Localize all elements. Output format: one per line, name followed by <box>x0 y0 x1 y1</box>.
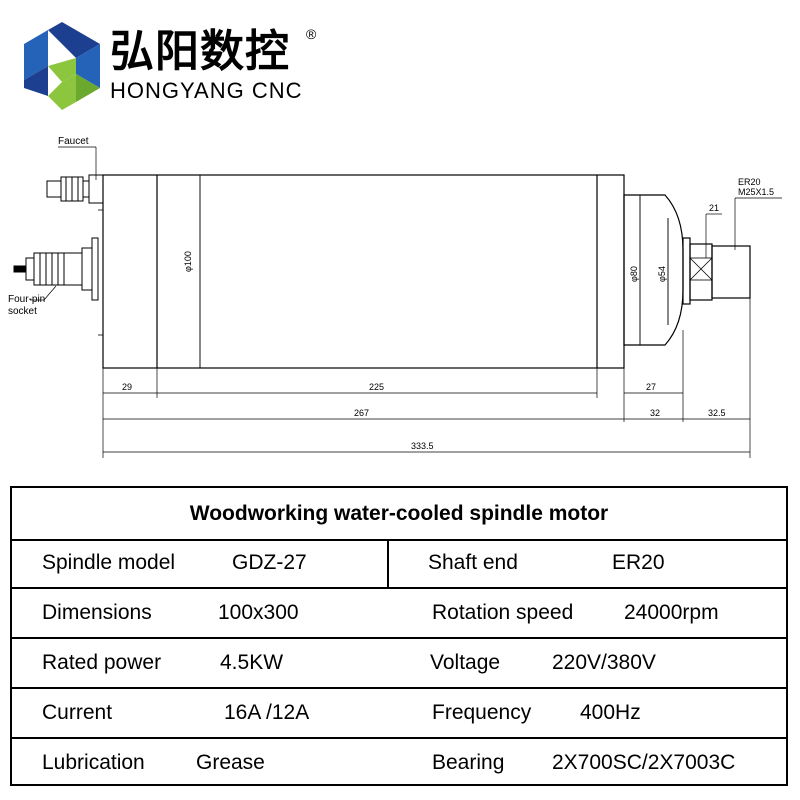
body-length-dimension: 225 <box>369 382 384 392</box>
body-diameter-dimension: φ100 <box>183 251 193 272</box>
spec-value: 24000rpm <box>624 601 719 624</box>
spec-row: Spindle model GDZ-27 Shaft end ER20 <box>12 539 786 589</box>
spec-row: Dimensions 100x300 Rotation speed 24000r… <box>12 589 786 639</box>
brand-name-chinese: 弘阳数控 <box>110 26 290 77</box>
spec-value: 4.5KW <box>220 651 284 674</box>
nose-length-dimension: 32 <box>650 408 660 418</box>
spec-row: Rated power 4.5KW Voltage 220V/380V <box>12 639 786 689</box>
spec-value: 100x300 <box>218 601 299 624</box>
dimension-lines <box>102 298 751 458</box>
flange-diameter-dimension: φ80 <box>629 266 639 282</box>
collet-label-line2: M25X1.5 <box>738 187 774 197</box>
wrench-flat-dimension: 21 <box>709 203 719 213</box>
spec-value: 400Hz <box>580 701 641 724</box>
spec-value: Grease <box>196 751 265 774</box>
spec-label: Frequency <box>432 701 532 724</box>
faucet-label: Faucet <box>58 136 89 147</box>
leader-lines <box>30 146 782 301</box>
flange-length-dimension: 27 <box>646 382 656 392</box>
spec-label: Shaft end <box>428 551 518 574</box>
spec-row: Lubrication Grease Bearing 2X700SC/2X700… <box>12 739 786 787</box>
spindle-housing <box>98 174 625 369</box>
faucet-fitting <box>46 174 104 204</box>
cap-length-dimension: 29 <box>122 382 132 392</box>
spec-label: Voltage <box>430 651 501 674</box>
registered-mark: ® <box>306 26 317 42</box>
spec-label: Spindle model <box>42 551 176 574</box>
spec-label: Rated power <box>42 651 162 674</box>
hongyang-logo-icon <box>24 22 100 110</box>
four-pin-socket-connector <box>13 237 99 301</box>
spec-label: Bearing <box>432 751 505 774</box>
spec-table: Woodworking water-cooled spindle motor S… <box>10 486 788 786</box>
spec-label: Current <box>42 701 113 724</box>
spec-label: Lubrication <box>42 751 145 774</box>
spindle-technical-drawing: Faucet Four-pin socket ER20 M25X1.5 21 φ… <box>8 136 782 458</box>
housing-length-dimension: 267 <box>354 408 369 418</box>
nose-diameter-dimension: φ54 <box>657 266 667 282</box>
front-flange <box>623 194 751 346</box>
spec-value: ER20 <box>612 551 665 574</box>
spec-value: GDZ-27 <box>232 551 307 574</box>
spec-table-title: Woodworking water-cooled spindle motor <box>12 488 786 541</box>
socket-label-line2: socket <box>8 306 37 317</box>
nut-length-dimension: 32.5 <box>708 408 726 418</box>
socket-label-line1: Four-pin <box>8 294 45 305</box>
overall-length-dimension: 333.5 <box>411 441 434 451</box>
spec-value: 2X700SC/2X7003C <box>552 751 736 774</box>
brand-name-english: HONGYANG CNC <box>110 78 303 103</box>
collet-label-line1: ER20 <box>738 177 761 187</box>
spec-row: Current 16A /12A Frequency 400Hz <box>12 689 786 739</box>
spec-value: 16A /12A <box>224 701 310 724</box>
spec-label: Dimensions <box>42 601 152 624</box>
column-divider <box>387 539 389 587</box>
spec-value: 220V/380V <box>552 651 656 674</box>
spec-label: Rotation speed <box>432 601 574 624</box>
diameter-callouts <box>199 175 669 368</box>
